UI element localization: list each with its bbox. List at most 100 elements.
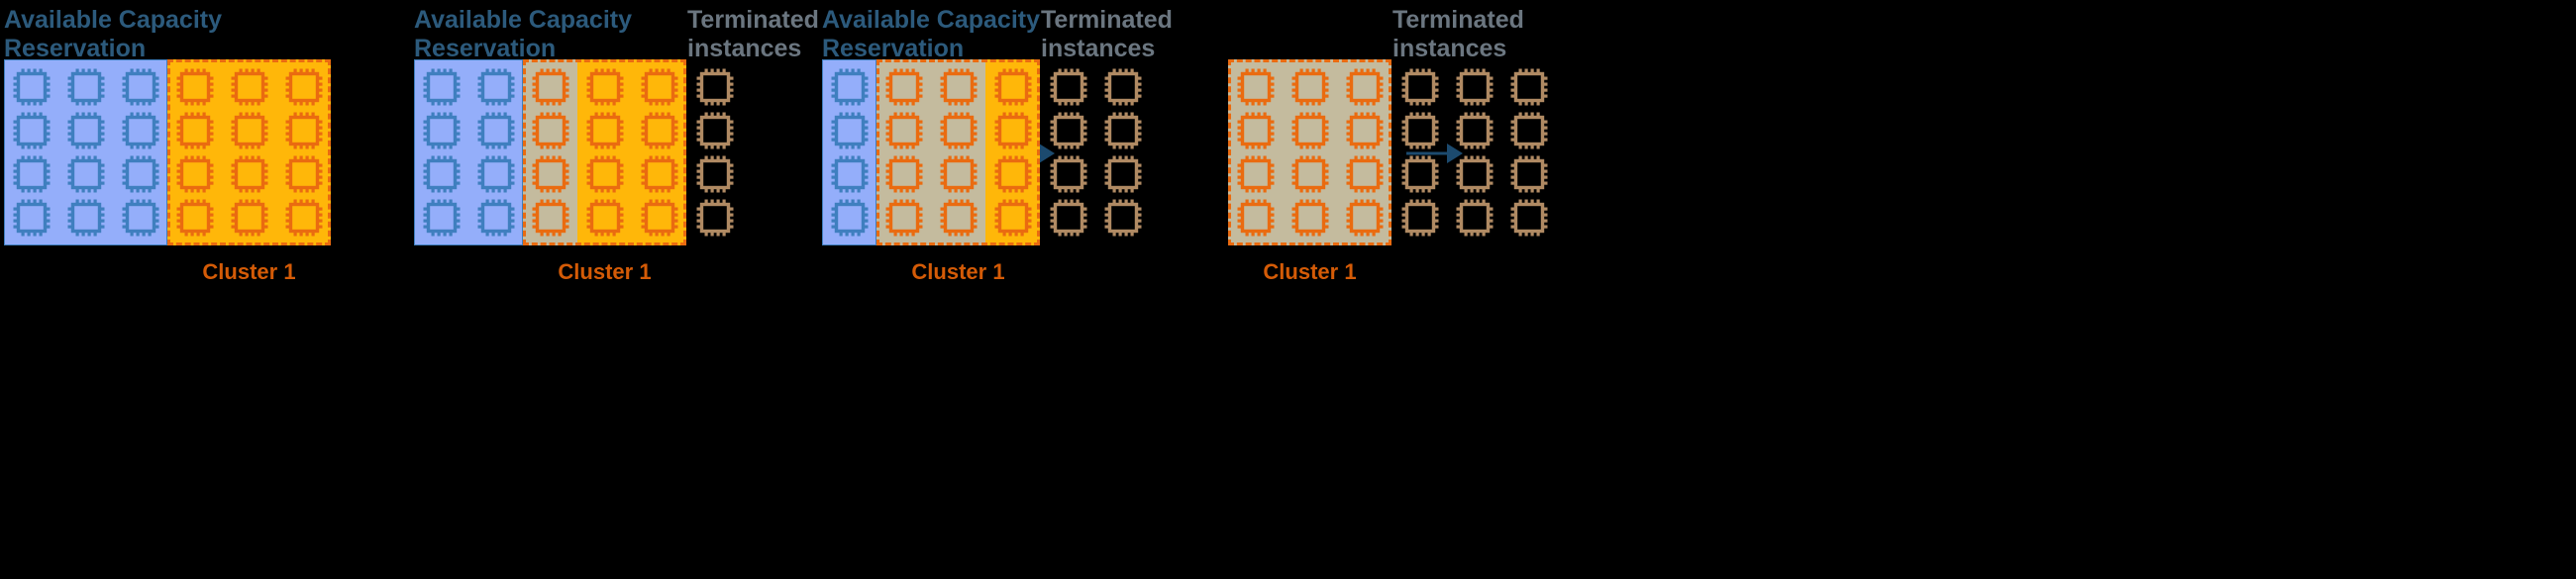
chip-icon	[1346, 112, 1384, 149]
chip-icon	[1456, 155, 1494, 193]
chip-icon	[122, 199, 159, 237]
capacity-column-cluster-running	[167, 59, 222, 245]
chip-icon	[696, 112, 734, 149]
terminated-column	[687, 59, 742, 245]
chip-icon	[1291, 199, 1329, 237]
chip-icon	[586, 155, 624, 193]
chip-icon	[477, 155, 515, 193]
terminated-instances-label: Terminated instances	[687, 6, 819, 62]
chip-icon	[285, 112, 323, 149]
capacity-column-cluster-unused	[876, 59, 931, 245]
chip-icon	[1456, 112, 1494, 149]
chip-icon	[532, 68, 569, 106]
chip-icon	[696, 68, 734, 106]
chip-icon	[532, 155, 569, 193]
panel-1-capacity-block	[4, 59, 331, 245]
chip-icon	[831, 155, 869, 193]
chip-icon	[885, 199, 923, 237]
available-capacity-reservation-label: Available Capacity Reservation	[822, 6, 1041, 62]
panel-4-capacity-block	[1228, 59, 1391, 245]
chip-icon	[1237, 155, 1275, 193]
capacity-column-cluster-unused	[1337, 59, 1391, 245]
capacity-column-cluster-unused	[931, 59, 985, 245]
chip-icon	[285, 199, 323, 237]
chip-icon	[1510, 68, 1548, 106]
chip-icon	[1104, 68, 1142, 106]
chip-icon	[586, 112, 624, 149]
chip-icon	[1104, 199, 1142, 237]
capacity-column-available	[468, 59, 523, 245]
chip-icon	[285, 68, 323, 106]
chip-icon	[532, 112, 569, 149]
capacity-column-available	[822, 59, 876, 245]
chip-icon	[477, 68, 515, 106]
terminated-column	[1041, 59, 1095, 245]
chip-icon	[1510, 155, 1548, 193]
capacity-column-cluster-running	[276, 59, 331, 245]
chip-icon	[885, 68, 923, 106]
chip-icon	[67, 199, 105, 237]
chip-icon	[940, 155, 978, 193]
chip-icon	[122, 68, 159, 106]
chip-icon	[423, 199, 461, 237]
chip-icon	[1346, 68, 1384, 106]
chip-icon	[831, 199, 869, 237]
chip-icon	[1291, 112, 1329, 149]
chip-icon	[122, 155, 159, 193]
chip-icon	[477, 112, 515, 149]
arrow-right-icon	[1406, 141, 1464, 166]
chip-icon	[532, 199, 569, 237]
terminated-column	[1447, 59, 1501, 245]
capacity-column-available	[113, 59, 167, 245]
panel-2-terminated-block	[687, 59, 742, 245]
capacity-column-available	[414, 59, 468, 245]
cluster-label: Cluster 1	[1263, 259, 1357, 284]
chip-icon	[1050, 155, 1087, 193]
chip-icon	[1291, 155, 1329, 193]
panel-3-capacity-block	[822, 59, 1040, 245]
chip-icon	[641, 68, 678, 106]
terminated-instances-label: Terminated instances	[1392, 6, 1524, 62]
chip-icon	[231, 112, 268, 149]
chip-icon	[994, 199, 1032, 237]
chip-icon	[423, 112, 461, 149]
chip-icon	[1401, 199, 1439, 237]
chip-icon	[13, 155, 51, 193]
chip-icon	[994, 68, 1032, 106]
chip-icon	[940, 112, 978, 149]
capacity-column-available	[4, 59, 58, 245]
terminated-column	[1392, 59, 1447, 245]
chip-icon	[122, 112, 159, 149]
chip-icon	[586, 199, 624, 237]
chip-icon	[586, 68, 624, 106]
chip-icon	[1510, 199, 1548, 237]
chip-icon	[231, 155, 268, 193]
chip-icon	[831, 112, 869, 149]
chip-icon	[176, 155, 214, 193]
chip-icon	[1346, 199, 1384, 237]
chip-icon	[423, 68, 461, 106]
chip-icon	[1291, 68, 1329, 106]
chip-icon	[994, 112, 1032, 149]
chip-icon	[1346, 155, 1384, 193]
chip-icon	[940, 199, 978, 237]
chip-icon	[1104, 112, 1142, 149]
chip-icon	[231, 68, 268, 106]
chip-icon	[1050, 68, 1087, 106]
terminated-column	[1095, 59, 1150, 245]
chip-icon	[1401, 112, 1439, 149]
capacity-column-cluster-unused	[1283, 59, 1337, 245]
chip-icon	[67, 155, 105, 193]
terminated-instances-label: Terminated instances	[1041, 6, 1173, 62]
chip-icon	[940, 68, 978, 106]
chip-icon	[1456, 199, 1494, 237]
chip-icon	[994, 155, 1032, 193]
chip-icon	[13, 68, 51, 106]
panel-2-capacity-block	[414, 59, 686, 245]
capacity-column-cluster-unused	[1228, 59, 1283, 245]
chip-icon	[641, 112, 678, 149]
capacity-column-cluster-running	[632, 59, 686, 245]
chip-icon	[1237, 112, 1275, 149]
chip-icon	[1237, 68, 1275, 106]
